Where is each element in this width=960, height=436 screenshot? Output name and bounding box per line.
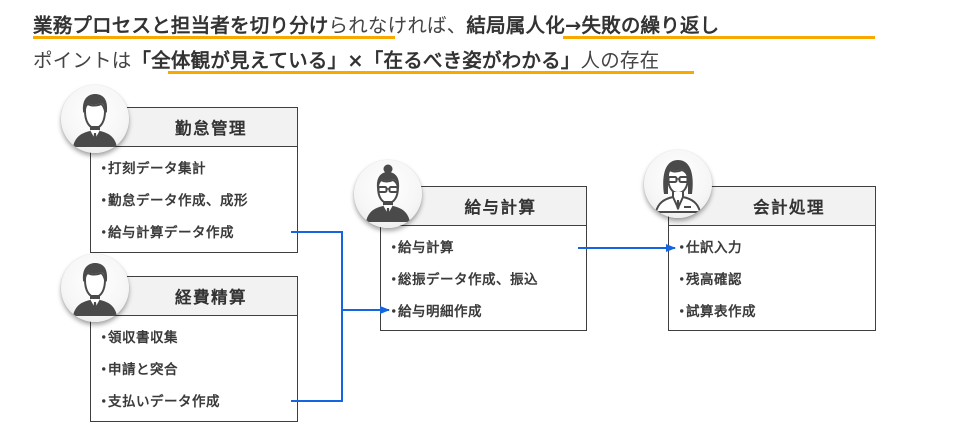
- process-item-list: 給与計算 総振データ作成、振込 給与明細作成: [381, 226, 586, 328]
- avatar-accounting: [644, 150, 712, 218]
- process-item-list: 領収書収集 申請と突合 支払いデータ作成: [91, 316, 297, 418]
- headline-text: られなければ、: [328, 14, 467, 37]
- avatar-payroll: [354, 160, 422, 228]
- highlight-underline: [563, 36, 875, 39]
- process-item: 勤怠データ作成、成形: [103, 185, 297, 217]
- female-long-hair-glasses-icon: [654, 160, 702, 213]
- process-item: 残高確認: [681, 264, 875, 296]
- process-box-accounting: 会計処理 仕訳入力 残高確認 試算表作成: [668, 186, 876, 331]
- connector-attendance-to-payroll: [291, 231, 343, 310]
- process-title-text: 会計処理: [753, 198, 825, 217]
- process-box-expense: 経費精算 領収書収集 申請と突合 支払いデータ作成: [90, 276, 298, 422]
- process-item-list: 打刻データ集計 勤怠データ作成、成形 給与計算データ作成: [91, 147, 297, 249]
- highlight-underline: [33, 36, 395, 39]
- male-businessman-icon: [73, 94, 117, 147]
- headline-text: 結局属人化→失敗の繰り返し: [466, 14, 720, 37]
- process-item: 給与明細作成: [393, 296, 586, 328]
- process-item: 試算表作成: [681, 296, 875, 328]
- process-item: 給与計算データ作成: [103, 217, 297, 249]
- avatar-expense: [61, 254, 129, 322]
- avatar-attendance: [61, 85, 129, 153]
- headline-text: 「在るべき姿がわかる」: [363, 49, 581, 72]
- process-title-text: 経費精算: [175, 288, 247, 307]
- headline-text: 業務プロセスと担当者を切り分け: [33, 14, 329, 37]
- headline-text: 人の存在: [580, 49, 660, 72]
- headline-line-2: ポイントは「全体観が見えている」×「在るべき姿がわかる」人の存在: [33, 49, 659, 73]
- headline-text: ポイントは: [33, 49, 132, 72]
- process-item: 申請と突合: [103, 354, 297, 386]
- process-item: 総振データ作成、振込: [393, 264, 586, 296]
- process-item: 給与計算: [393, 232, 586, 264]
- headline-text: ×: [347, 49, 364, 72]
- process-box-attendance: 勤怠管理 打刻データ集計 勤怠データ作成、成形 給与計算データ作成: [90, 107, 298, 253]
- headline-line-1: 業務プロセスと担当者を切り分けられなければ、結局属人化→失敗の繰り返し: [33, 14, 719, 38]
- headline-text: 「全体観が見えている」: [131, 49, 348, 72]
- process-item: 打刻データ集計: [103, 153, 297, 185]
- process-item: 仕訳入力: [681, 232, 875, 264]
- process-title-text: 勤怠管理: [175, 119, 247, 138]
- connector-expense-to-payroll: [291, 310, 343, 402]
- process-item-list: 仕訳入力 残高確認 試算表作成: [669, 226, 875, 328]
- process-item: 支払いデータ作成: [103, 386, 297, 418]
- highlight-underline: [168, 71, 694, 74]
- female-bun-glasses-icon: [366, 164, 410, 222]
- process-title-text: 給与計算: [464, 198, 537, 217]
- male-businessman-icon: [73, 263, 117, 316]
- process-item: 領収書収集: [103, 322, 297, 354]
